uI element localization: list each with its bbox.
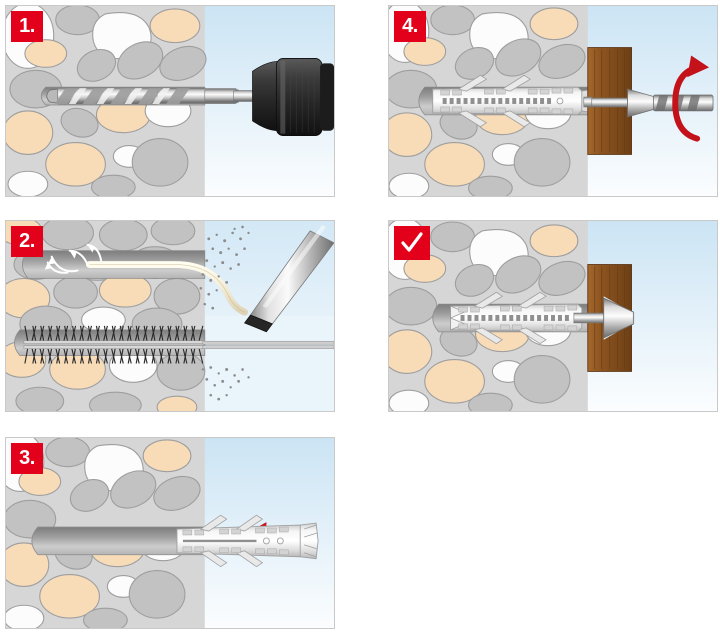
anchor-barbs: [199, 514, 264, 568]
rotation-arrow-4: [672, 64, 701, 142]
step-badge-2: 2.: [11, 226, 43, 257]
cleaning-brush: [23, 325, 334, 364]
step-badge-4: 4.: [394, 11, 426, 42]
blow-out-tube: [86, 261, 249, 316]
panel-step-1: [5, 5, 335, 197]
drill-chuck-1: [252, 58, 334, 137]
step-badge-1: 1.: [11, 11, 43, 42]
brush-bristles-upper: [24, 325, 204, 342]
step-badge-3: 3.: [11, 443, 43, 474]
anchor-barbs-5: [473, 291, 547, 345]
drilled-hole-3: [31, 526, 206, 556]
screw-5-seated: [573, 297, 635, 339]
checkmark-icon: [401, 232, 423, 252]
anchor-barbs-4: [457, 74, 531, 128]
panel-step-3: [5, 437, 335, 629]
plastic-anchor-3: [176, 514, 319, 568]
plastic-anchor-5-expanded: [450, 291, 583, 345]
plastic-anchor-4: [432, 74, 589, 128]
panel-3-illustration: [6, 438, 334, 628]
panel-4-illustration: [389, 6, 717, 196]
panel-5-illustration: [389, 221, 717, 411]
screw-thread-inside: [442, 98, 552, 104]
brush-bristles-lower: [24, 347, 204, 364]
panel-step-4: [388, 5, 718, 197]
panel-1-illustration: [6, 6, 334, 196]
step-badge-check: [394, 226, 430, 260]
panel-2-illustration: [6, 221, 334, 411]
rotation-arrow-head-4: [687, 55, 710, 78]
drill-bit-1: [46, 87, 256, 105]
panel-step-2: [5, 220, 335, 412]
dust-particles-bottom: [201, 366, 250, 401]
air-nozzle: [243, 224, 334, 333]
panel-step-5: [388, 220, 718, 412]
dust-particles-top: [199, 225, 250, 310]
screw-thread-inside-5: [460, 315, 569, 321]
anchor-ribs: [182, 526, 289, 556]
airflow-arrows: [44, 243, 103, 274]
